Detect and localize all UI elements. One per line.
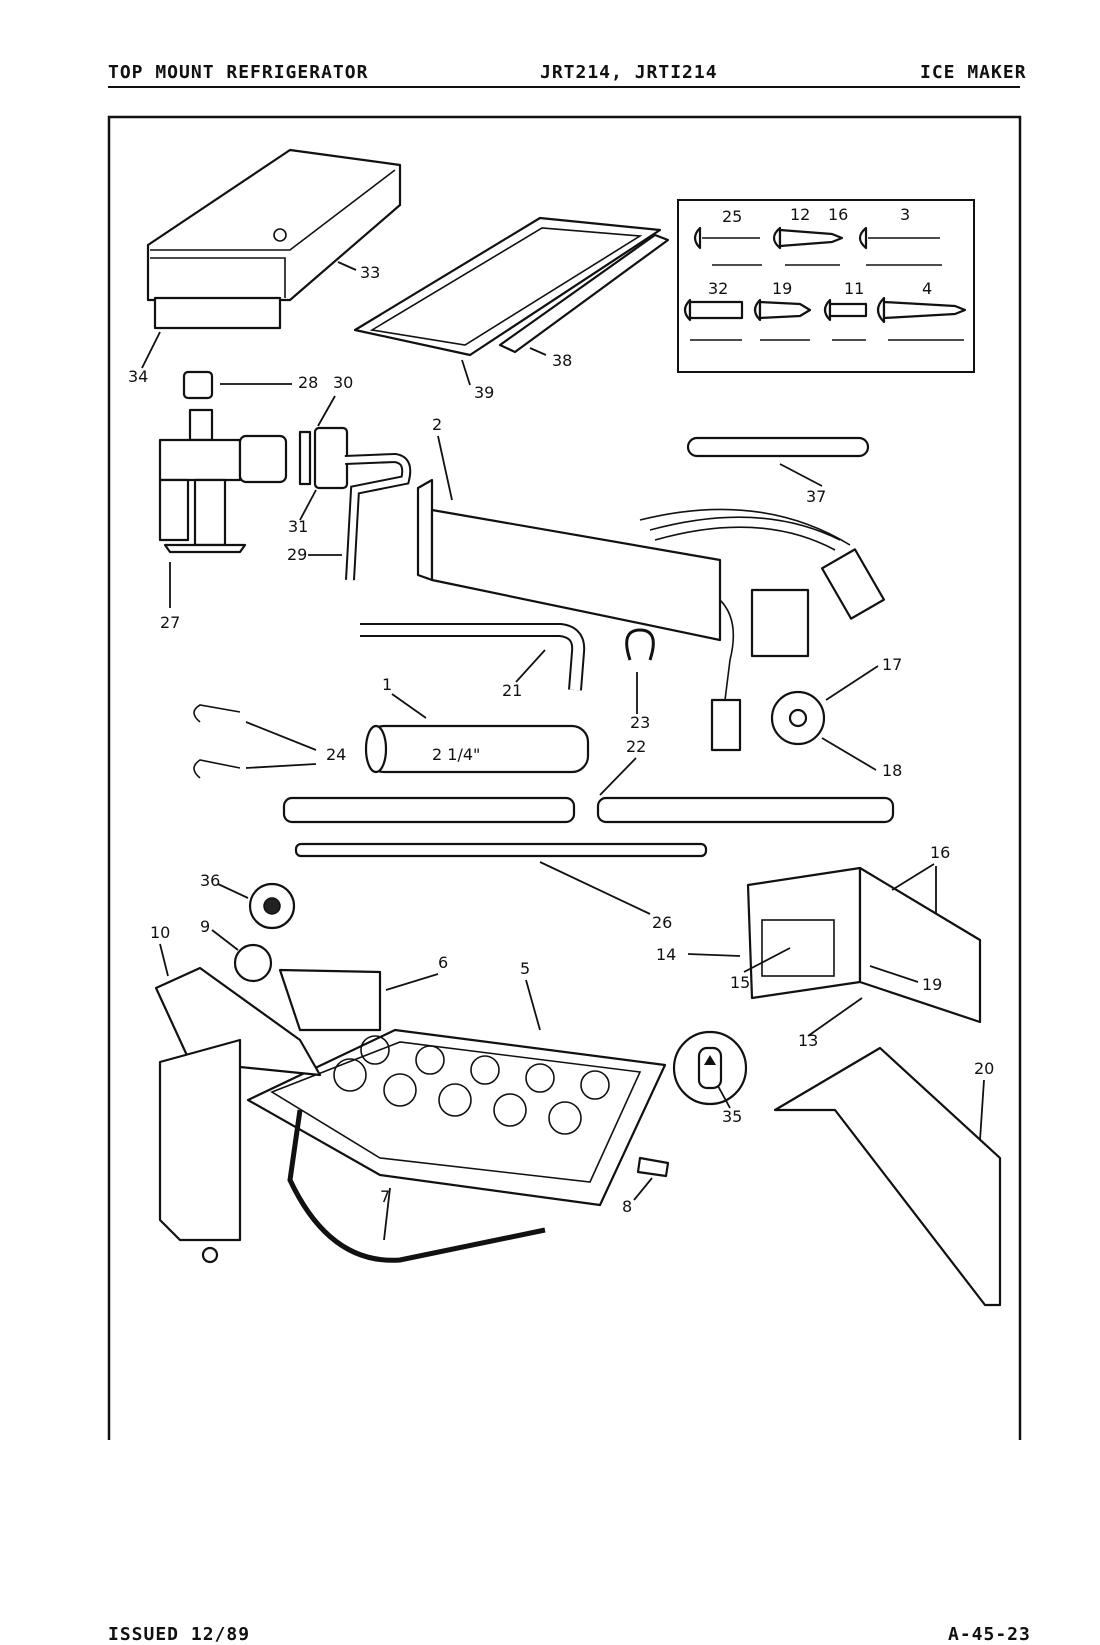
callout-17: 17 [882, 655, 902, 674]
screw-label-25: 25 [722, 207, 742, 226]
callout-36: 36 [200, 871, 220, 890]
part-35-detail [672, 1030, 748, 1106]
callout-5: 5 [520, 959, 530, 978]
part-6-housing [278, 968, 382, 1032]
callout-2: 2 [432, 415, 442, 434]
screw-dimension-lines [690, 264, 964, 341]
part-9-ring [233, 943, 273, 983]
part-22-tube-left [282, 796, 576, 824]
callout-26: 26 [652, 913, 672, 932]
callout-14: 14 [656, 945, 676, 964]
callout-30: 30 [333, 373, 353, 392]
screw-row-1 [693, 226, 940, 250]
header-rule [108, 86, 1020, 88]
header-right: ICE MAKER [920, 62, 1027, 83]
dimension-label: 2 1/4" [432, 745, 480, 764]
callout-35: 35 [722, 1107, 742, 1126]
part-20-shield [773, 1046, 1002, 1307]
callout-layer: 33 34 39 38 28 30 31 29 27 2 37 21 23 17… [128, 205, 994, 1216]
header-left: TOP MOUNT REFRIGERATOR [108, 62, 369, 83]
callout-20: 20 [974, 1059, 994, 1078]
part-27-water-valve [158, 408, 288, 554]
callout-16: 16 [930, 843, 950, 862]
ice-maker-parts-diagram: 2 1/4" 33 34 [107, 115, 1022, 1440]
screw-label-11: 11 [844, 279, 864, 298]
callout-34: 34 [128, 367, 148, 386]
part-7-shutoff-arm [287, 1109, 546, 1263]
footer-page-id: A-45-23 [948, 1624, 1031, 1645]
callout-33: 33 [360, 263, 380, 282]
part-39-shelf-frame [353, 216, 662, 357]
part-harness-wires [639, 508, 886, 752]
screw-row-2 [683, 296, 967, 324]
part-28-nut [182, 370, 214, 400]
part-5-ice-mold [246, 1028, 667, 1207]
callout-27: 27 [160, 613, 180, 632]
screw-label-32: 32 [708, 279, 728, 298]
screw-label-3: 3 [900, 205, 910, 224]
part-38-strip [498, 233, 670, 354]
part-14-cover [746, 866, 982, 1024]
callout-15: 15 [730, 973, 750, 992]
callout-24: 24 [326, 745, 346, 764]
part-2-fill-cup [416, 478, 735, 701]
part-21-tube [360, 623, 586, 691]
callout-28: 28 [298, 373, 318, 392]
footer-issued: ISSUED 12/89 [108, 1624, 251, 1645]
leader-lines [141, 261, 985, 1241]
callout-37: 37 [806, 487, 826, 506]
callout-22: 22 [626, 737, 646, 756]
screw-box [677, 199, 975, 373]
screw-label-16: 16 [828, 205, 848, 224]
part-23-clamp [625, 628, 655, 661]
callout-18: 18 [882, 761, 902, 780]
part-10-control-housing [154, 966, 322, 1264]
callout-1: 1 [382, 675, 392, 694]
header-center: JRT214, JRTI214 [540, 62, 718, 83]
diagram-border [107, 115, 1022, 1440]
callout-10: 10 [150, 923, 170, 942]
screw-label-4: 4 [922, 279, 932, 298]
callout-39: 39 [474, 383, 494, 402]
part-18-washer-hole [788, 708, 808, 728]
part-24-clips [193, 704, 241, 779]
part-30-31-fitting [298, 426, 349, 490]
callout-9: 9 [200, 917, 210, 936]
callout-31: 31 [288, 517, 308, 536]
callout-21: 21 [502, 681, 522, 700]
part-26-cable-tie [294, 842, 708, 858]
part-33-ice-bin [146, 148, 402, 302]
callout-23: 23 [630, 713, 650, 732]
callout-6: 6 [438, 953, 448, 972]
callout-38: 38 [552, 351, 572, 370]
callout-19: 19 [922, 975, 942, 994]
part-22-tube-right [596, 796, 895, 824]
callout-8: 8 [622, 1197, 632, 1216]
callout-7: 7 [380, 1187, 390, 1206]
screw-label-12: 12 [790, 205, 810, 224]
screw-label-19: 19 [772, 279, 792, 298]
callout-13: 13 [798, 1031, 818, 1050]
callout-29: 29 [287, 545, 307, 564]
part-34-label [153, 296, 282, 330]
part-37-rod [686, 436, 870, 458]
part-8-pin [636, 1156, 670, 1178]
